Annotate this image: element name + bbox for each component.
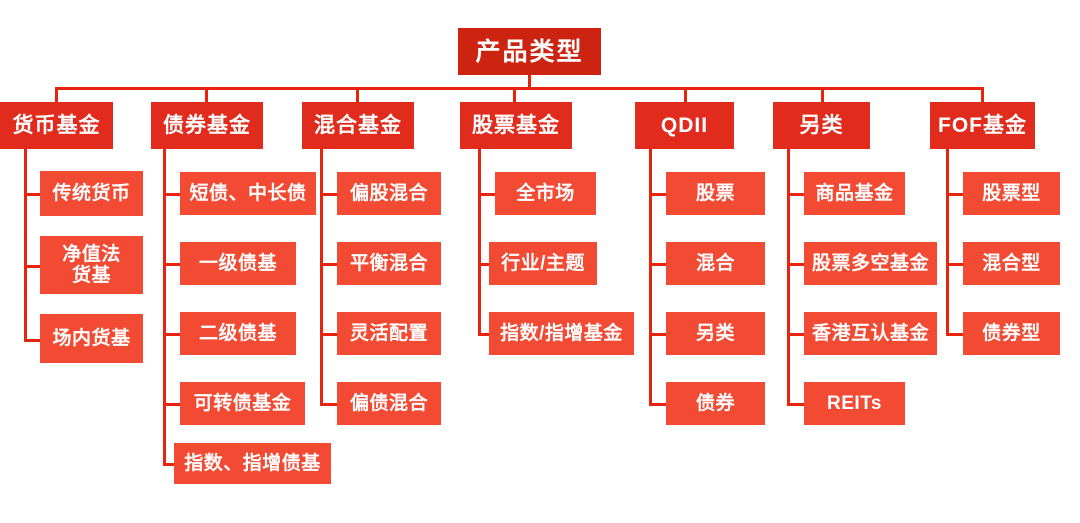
leaf-node-bond-biased-hybrid[interactable]: 偏债混合 (337, 382, 441, 425)
branch-node-money-fund[interactable]: 货币基金 (0, 102, 113, 149)
connector-trunk-7 (946, 148, 949, 336)
connector-stub-3-1 (320, 193, 337, 196)
leaf-node-nav-money[interactable]: 净值法 货基 (40, 236, 143, 294)
connector-stub-5-3 (649, 333, 666, 336)
connector-drop-7 (981, 87, 984, 103)
connector-root-bus (55, 87, 983, 90)
connector-stub-5-1 (649, 193, 666, 196)
leaf-node-tier1-bond[interactable]: 一级债基 (180, 242, 296, 285)
connector-drop-2 (205, 87, 208, 103)
connector-stub-6-2 (787, 263, 804, 266)
connector-stub-2-4 (163, 403, 180, 406)
leaf-node-balanced-hybrid[interactable]: 平衡混合 (337, 242, 441, 285)
connector-drop-3 (356, 87, 359, 103)
leaf-node-hk-mutual-recognition[interactable]: 香港互认基金 (804, 312, 937, 355)
leaf-node-whole-market[interactable]: 全市场 (495, 172, 596, 215)
leaf-node-convertible-bond[interactable]: 可转债基金 (180, 382, 305, 425)
leaf-node-fof-equity[interactable]: 股票型 (963, 172, 1060, 215)
connector-trunk-3 (320, 148, 323, 406)
connector-stub-3-4 (320, 403, 337, 406)
leaf-node-sector-theme[interactable]: 行业/主题 (489, 242, 597, 285)
connector-stub-4-1 (478, 193, 495, 196)
leaf-node-equity-biased-hybrid[interactable]: 偏股混合 (337, 172, 441, 215)
branch-node-hybrid-fund[interactable]: 混合基金 (302, 102, 414, 149)
connector-drop-6 (821, 87, 824, 103)
leaf-node-flexible-allocation[interactable]: 灵活配置 (337, 312, 441, 355)
connector-stub-7-2 (946, 263, 963, 266)
connector-stub-2-1 (163, 193, 180, 196)
leaf-node-tier2-bond[interactable]: 二级债基 (180, 312, 296, 355)
connector-trunk-2 (163, 148, 166, 466)
connector-stub-3-3 (320, 333, 337, 336)
connector-drop-5 (684, 87, 687, 103)
leaf-node-reits[interactable]: REITs (804, 382, 905, 425)
connector-stub-5-2 (649, 263, 666, 266)
leaf-node-fof-hybrid[interactable]: 混合型 (963, 242, 1060, 285)
branch-node-bond-fund[interactable]: 债券基金 (151, 102, 263, 149)
connector-stub-1-2 (24, 265, 40, 268)
connector-stub-4-2 (478, 263, 495, 266)
leaf-node-short-midlong-bond[interactable]: 短债、中长债 (180, 172, 316, 215)
leaf-node-onexchange-money[interactable]: 场内货基 (40, 314, 143, 363)
root-node-product-type[interactable]: 产品类型 (458, 28, 601, 75)
connector-stub-6-3 (787, 333, 804, 336)
branch-node-equity-fund[interactable]: 股票基金 (460, 102, 572, 149)
connector-stub-7-3 (946, 333, 963, 336)
leaf-node-long-short-fund[interactable]: 股票多空基金 (804, 242, 937, 285)
branch-node-qdii[interactable]: QDII (635, 102, 734, 149)
leaf-node-commodity-fund[interactable]: 商品基金 (804, 172, 905, 215)
connector-stub-6-4 (787, 403, 804, 406)
branch-node-alternative[interactable]: 另类 (773, 102, 870, 149)
branch-node-fof[interactable]: FOF基金 (930, 102, 1035, 149)
connector-trunk-6 (787, 148, 790, 406)
connector-stub-4-3 (478, 333, 495, 336)
connector-trunk-5 (649, 148, 652, 406)
leaf-node-index-bond[interactable]: 指数、指增债基 (174, 443, 331, 484)
leaf-node-qdii-hybrid[interactable]: 混合 (666, 242, 765, 285)
connector-drop-1 (55, 87, 58, 103)
connector-stub-3-2 (320, 263, 337, 266)
connector-stub-1-1 (24, 193, 40, 196)
leaf-node-index-enhanced[interactable]: 指数/指增基金 (489, 312, 634, 355)
connector-root-stem (528, 74, 531, 88)
connector-stub-5-4 (649, 403, 666, 406)
connector-stub-1-3 (24, 339, 40, 342)
leaf-node-qdii-bond[interactable]: 债券 (666, 382, 765, 425)
connector-stub-6-1 (787, 193, 804, 196)
leaf-node-qdii-alternative[interactable]: 另类 (666, 312, 765, 355)
connector-trunk-1 (24, 148, 27, 342)
connector-stub-7-1 (946, 193, 963, 196)
leaf-node-traditional-money[interactable]: 传统货币 (40, 171, 143, 216)
leaf-node-qdii-equity[interactable]: 股票 (666, 172, 765, 215)
connector-stub-2-5 (163, 463, 180, 466)
connector-trunk-4 (478, 148, 481, 336)
connector-stub-2-2 (163, 263, 180, 266)
connector-stub-2-3 (163, 333, 180, 336)
leaf-node-fof-bond[interactable]: 债券型 (963, 312, 1060, 355)
connector-drop-4 (513, 87, 516, 103)
